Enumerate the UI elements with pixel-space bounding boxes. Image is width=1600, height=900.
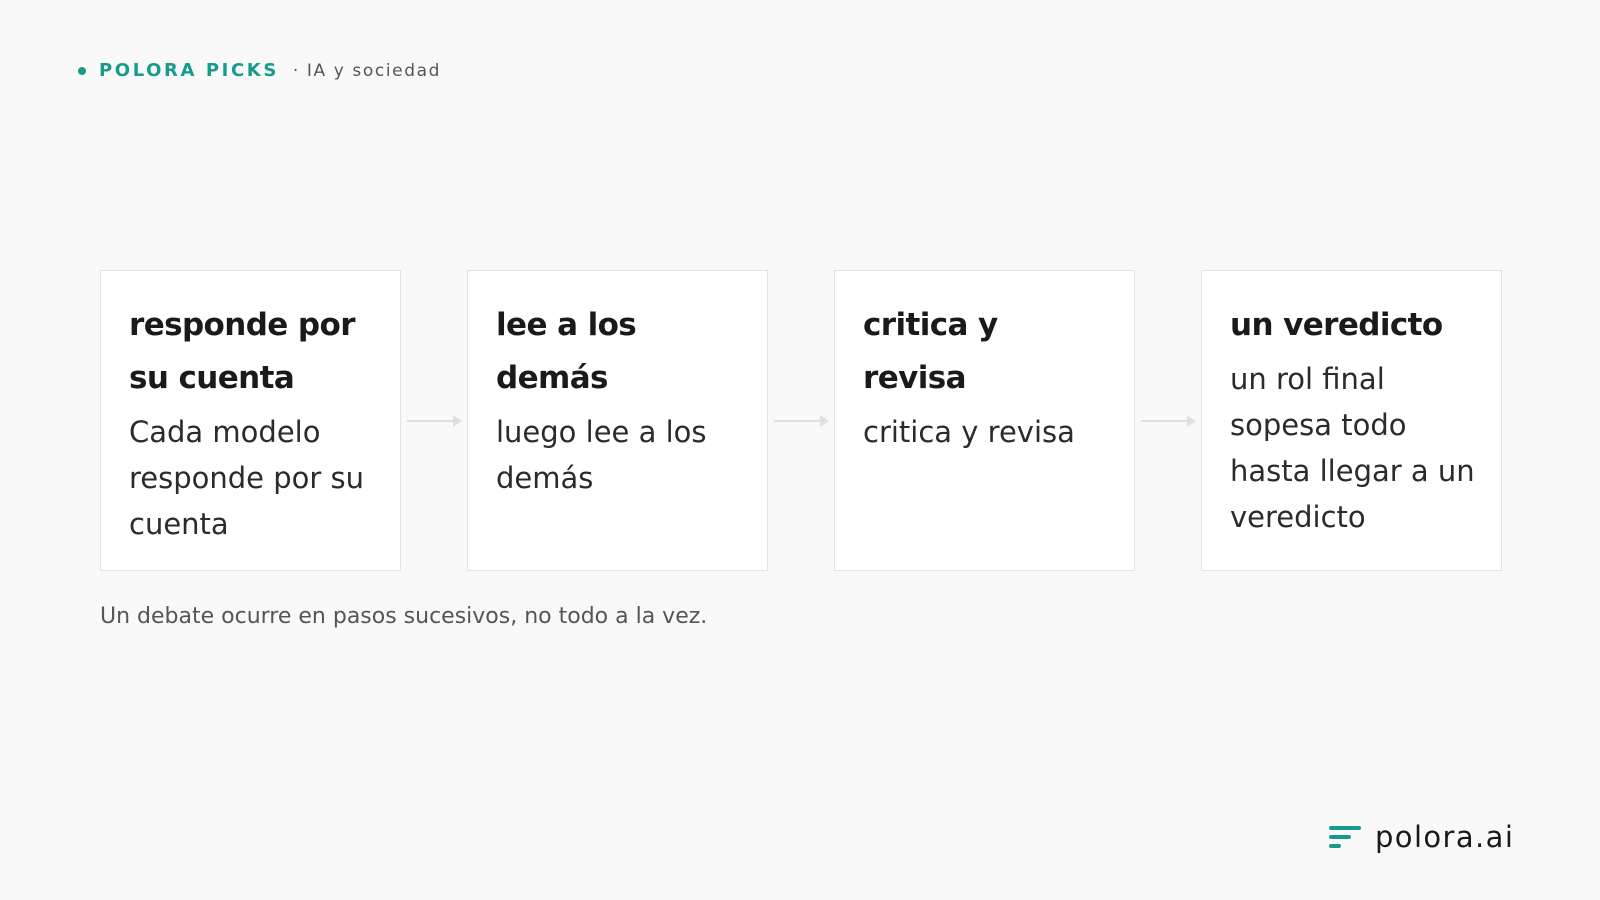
process-flow: responde por su cuenta Cada modelo respo… — [100, 270, 1502, 571]
arrow-right-icon — [1135, 270, 1201, 571]
logo-bars-icon — [1329, 826, 1361, 848]
topic-label: · IA y sociedad — [292, 60, 442, 81]
step-title: critica y revisa — [863, 307, 998, 396]
step-card-1: responde por su cuenta Cada modelo respo… — [100, 270, 401, 571]
step-title: lee a los demás — [496, 307, 637, 396]
step-card-2: lee a los demás luego lee a los demás — [467, 270, 768, 571]
step-body: Cada modelo responde por su cuenta — [129, 415, 365, 541]
arrow-right-icon — [768, 270, 834, 571]
footer-logo: polora.ai — [1327, 820, 1514, 854]
step-body: un rol final sopesa todo hasta llegar a … — [1230, 362, 1475, 534]
logo-text: polora.ai — [1375, 820, 1515, 854]
step-title: responde por su cuenta — [129, 307, 356, 396]
brand-label: POLORA PICKS — [99, 60, 279, 81]
accent-dot-icon — [78, 66, 86, 75]
header: POLORA PICKS · IA y sociedad — [78, 60, 441, 81]
step-title: un veredicto — [1230, 307, 1443, 343]
caption: Un debate ocurre en pasos sucesivos, no … — [100, 604, 708, 629]
arrow-right-icon — [401, 270, 467, 571]
step-card-3: critica y revisa critica y revisa — [834, 270, 1135, 571]
step-body: critica y revisa — [863, 415, 1075, 449]
step-card-4: un veredicto un rol final sopesa todo ha… — [1201, 270, 1502, 571]
step-body: luego lee a los demás — [496, 415, 707, 495]
